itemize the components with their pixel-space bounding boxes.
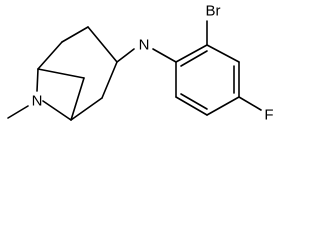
bond-ar5-ar6 — [175, 96, 208, 116]
bond-n8-c1 — [36, 68, 39, 92]
bond-n-methyl — [7, 105, 29, 119]
bond-bridge-lower — [70, 77, 85, 121]
amine-nitrogen-label: N — [139, 37, 150, 54]
amine-linker-bonds — [116, 48, 177, 63]
bond-ar5-ar6-inner — [180, 93, 208, 110]
bond-ar2-ar3 — [206, 44, 240, 63]
bond-nh-aryl — [152, 48, 177, 63]
bond-ar1-ar2 — [175, 44, 208, 63]
bond-c2-c3 — [87, 26, 118, 63]
bromine-label: Br — [206, 3, 221, 20]
bond-ar4-ar5 — [206, 96, 240, 116]
bridge-nitrogen-label: N — [32, 93, 43, 110]
bond-c3-c4 — [101, 61, 118, 99]
bond-ar1-ar2-inner — [180, 50, 208, 67]
aryl-ring-bonds — [175, 20, 262, 116]
bond-c5-n8 — [42, 100, 72, 121]
fluorine-label: F — [264, 107, 273, 124]
bond-c1-c6 — [37, 41, 63, 70]
bond-bridge-upper — [37, 68, 85, 79]
bicyclic-ring-bonds — [7, 26, 118, 121]
bond-ar-f — [238, 96, 262, 111]
chemical-structure-diagram: N N Br F — [7, 3, 274, 124]
atom-labels: N N Br F — [32, 3, 274, 124]
bond-c1-c2 — [61, 26, 89, 43]
bond-c3-nh — [116, 48, 135, 63]
bond-c4-c5 — [70, 97, 103, 121]
